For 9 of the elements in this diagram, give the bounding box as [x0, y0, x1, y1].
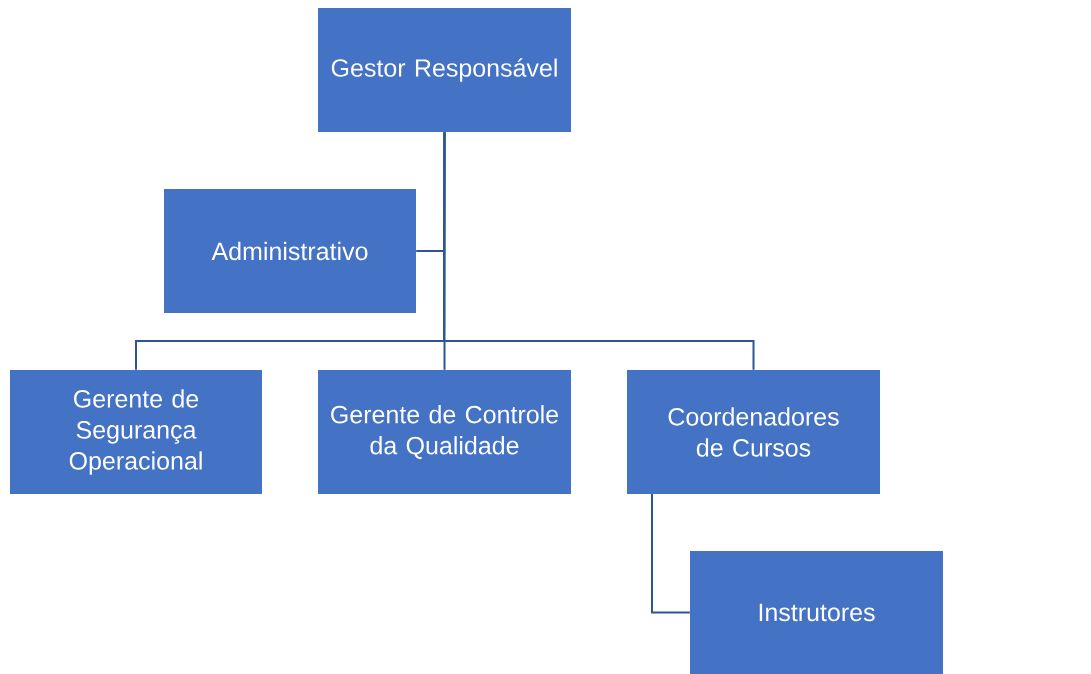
connector-line	[443, 131, 755, 371]
connector-line	[443, 131, 446, 371]
org-box: Gerente de Controle da Qualidade	[318, 370, 571, 494]
org-box: Gestor Responsável	[318, 8, 571, 132]
connector-line	[651, 493, 691, 614]
org-box: Administrativo	[164, 189, 416, 313]
org-box: Coordenadores de Cursos	[627, 370, 880, 494]
org-box: Instrutores	[690, 551, 943, 674]
org-box: Gerente de Segurança Operacional	[10, 370, 262, 494]
